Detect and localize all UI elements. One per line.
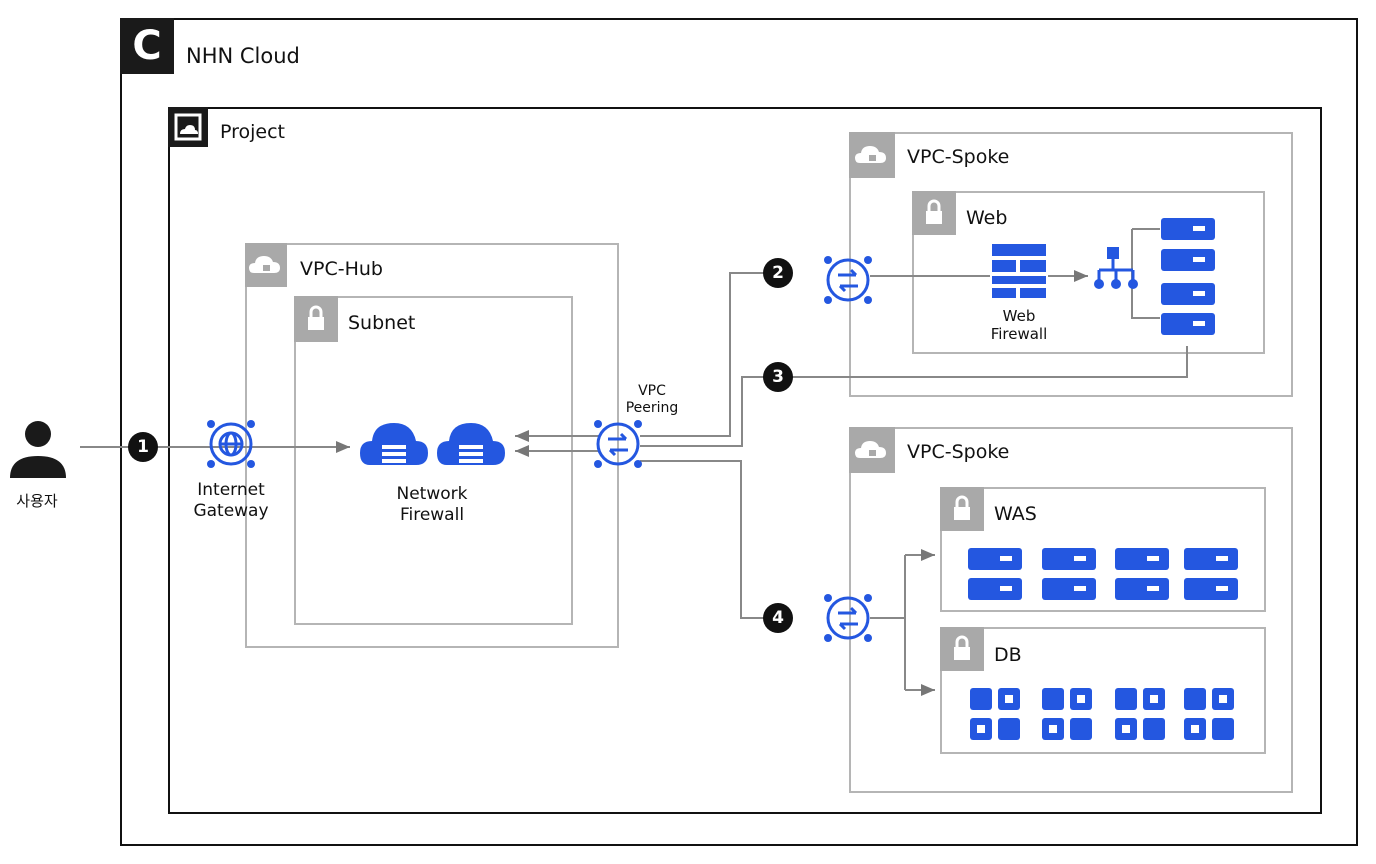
network-firewall-label: Network Firewall: [377, 484, 487, 526]
gateway-label-line2: Gateway: [193, 501, 269, 521]
vpc-peering-icon: [594, 420, 642, 468]
lock-icon: [940, 627, 984, 671]
web-server-icons: [1161, 218, 1215, 335]
step-4-badge: 4: [763, 603, 793, 633]
was-subnet-boundary: [940, 487, 1266, 612]
vpc-peering-label-line2: Peering: [625, 400, 679, 416]
hub-subnet-boundary: [294, 296, 573, 625]
network-firewall-icon: [360, 423, 505, 465]
project-icon: [168, 107, 208, 147]
gateway-label-line1: Internet: [197, 480, 265, 500]
lock-icon: [294, 296, 338, 342]
nhn-cloud-logo-icon: C: [120, 18, 174, 74]
vpc-hub-boundary: [245, 243, 619, 648]
project-label: Project: [220, 121, 286, 143]
db-subnet-boundary: [940, 627, 1266, 754]
was-server-icons: [968, 548, 1238, 600]
network-firewall-label-line2: Firewall: [399, 505, 465, 525]
web-firewall-label: Web Firewall: [978, 307, 1060, 343]
web-firewall-icon: [992, 244, 1046, 298]
was-subnet-label: WAS: [994, 503, 1037, 525]
vpc-peering-label-line1: VPC: [638, 383, 666, 399]
nhn-cloud-title: NHN Cloud: [186, 44, 300, 68]
vpc-spoke-web-boundary: [849, 132, 1293, 397]
step-3-badge: 3: [763, 362, 793, 392]
lock-icon: [912, 191, 956, 235]
user-icon: [10, 421, 66, 478]
user-label: 사용자: [16, 492, 58, 510]
vpc-spoke-app-label: VPC-Spoke: [907, 441, 1010, 463]
gateway-label: Internet Gateway: [180, 480, 282, 522]
nhn-cloud-boundary: [120, 18, 1358, 846]
vpc-hub-label: VPC-Hub: [300, 258, 383, 280]
cloud-lock-icon: [849, 132, 895, 178]
vpc-peering-label: VPC Peering: [614, 383, 690, 417]
spoke-app-router-icon: [824, 594, 872, 642]
web-subnet-boundary: [912, 191, 1265, 354]
network-firewall-label-line1: Network: [396, 484, 468, 504]
internet-gateway-icon: [207, 420, 255, 468]
db-subnet-label: DB: [994, 644, 1022, 666]
web-subnet-label: Web: [966, 207, 1008, 229]
cloud-lock-icon: [849, 427, 895, 473]
project-boundary: [168, 107, 1322, 814]
web-firewall-label-line2: Firewall: [990, 325, 1048, 343]
vpc-spoke-web-label: VPC-Spoke: [907, 146, 1010, 168]
web-firewall-label-line1: Web: [1002, 307, 1036, 325]
lock-icon: [940, 487, 984, 531]
spoke-web-router-icon: [824, 256, 872, 304]
step-1-badge: 1: [128, 432, 158, 462]
load-balancer-icon: [1094, 247, 1138, 289]
hub-subnet-label: Subnet: [348, 312, 416, 334]
cloud-lock-icon: [245, 243, 287, 287]
db-icons: [970, 688, 1234, 740]
vpc-spoke-app-boundary: [849, 427, 1293, 793]
step-2-badge: 2: [763, 258, 793, 288]
